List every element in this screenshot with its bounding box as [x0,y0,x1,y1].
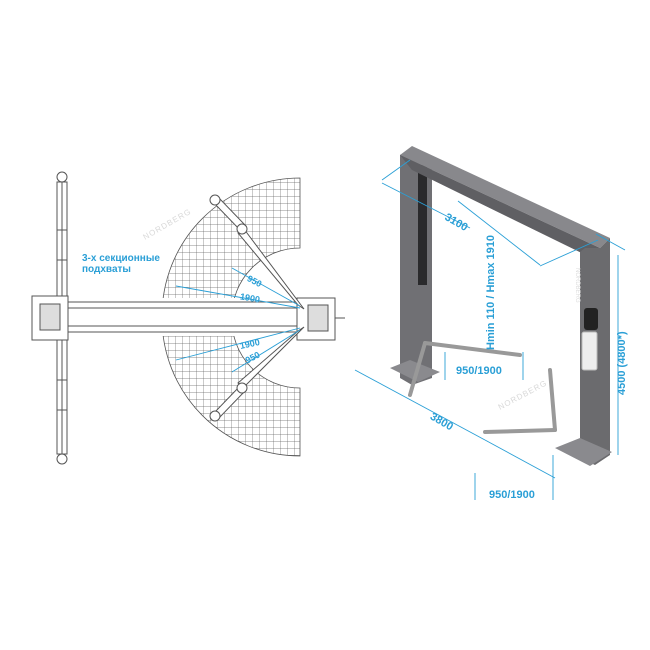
dim-1900-lower: 1900 [239,337,261,351]
oil-tank [581,331,598,371]
dim-arm-reach-upper: 950/1900 [456,365,502,377]
iso-watermark: NORDBERG [497,378,549,411]
crossbeam [34,301,301,333]
swing-arms [209,194,305,422]
iso-dimension-lines [354,159,626,500]
dim-950-lower: 950 [244,350,262,366]
left-post [400,150,432,385]
left-base-plate [31,295,69,341]
top-beam [400,146,610,248]
arms-label-line2: подхваты [82,264,131,275]
arms-label-line1: 3-х секционные [82,253,160,264]
top-view: 3-х секционные подхваты 950 1900 1900 95… [31,171,345,465]
iso-view: NORDBERG 3100 Hmin 110 / Hmax 1910 950/1… [354,146,628,501]
lift-arms [408,341,557,434]
dim-1900-upper: 1900 [239,291,260,304]
dim-arm-reach-lower: 950/1900 [489,489,535,501]
dim-3100: 3100 [442,211,469,234]
dim-950-upper: 950 [245,273,263,289]
upper-sweep-area [161,177,301,317]
right-base-plate [296,297,345,341]
dim-height-range: Hmin 110 / Hmax 1910 [485,235,497,350]
lower-sweep-area [161,317,301,457]
post-brand: NORDBERG [574,268,580,303]
dim-3800: 3800 [428,411,455,434]
top-dimension-lines [175,267,301,373]
dim-4500: 4500 (4800*) [616,331,628,395]
power-unit [584,308,598,330]
watermark: NORDBERG [142,207,193,242]
